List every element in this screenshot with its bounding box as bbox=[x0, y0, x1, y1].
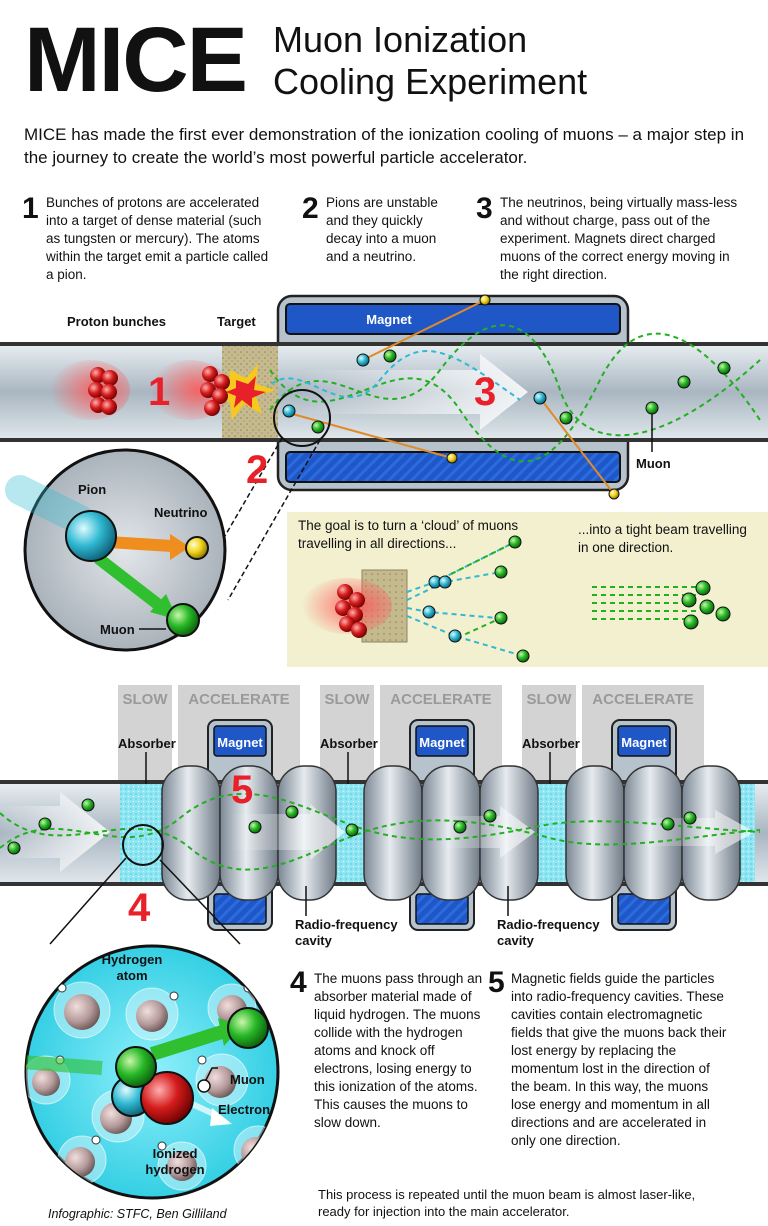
title-line-1: Muon Ionization bbox=[273, 19, 528, 60]
step-5-number: 5 bbox=[488, 966, 505, 999]
proton-bunches-label: Proton bunches bbox=[67, 314, 166, 329]
hydrogen-atom-label: Hydrogen atom bbox=[101, 952, 163, 983]
inset-muon-label-2: Muon bbox=[230, 1072, 265, 1087]
ionized-hydrogen-label: Ionized hydrogen bbox=[145, 1146, 205, 1177]
goal-illustration bbox=[302, 535, 731, 663]
step-3-number: 3 bbox=[476, 192, 493, 225]
magnet-label: Magnet bbox=[366, 312, 412, 327]
step-5-text: Magnetic fields guide the particles into… bbox=[511, 971, 727, 1148]
mark-5: 5 bbox=[231, 768, 254, 812]
final-text: This process is repeated until the muon … bbox=[318, 1187, 696, 1219]
title-main: MICE bbox=[24, 9, 248, 111]
mark-4: 4 bbox=[128, 886, 151, 930]
inset-pion-label: Pion bbox=[78, 482, 107, 497]
mark-3: 3 bbox=[474, 370, 497, 414]
mark-2: 2 bbox=[246, 448, 269, 492]
magnet-label-3: Magnet bbox=[621, 735, 667, 750]
inset-muon-label: Muon bbox=[100, 622, 135, 637]
stage-tag-slow-2: SLOW bbox=[320, 685, 374, 785]
credit-text: Infographic: STFC, Ben Gilliland bbox=[48, 1207, 227, 1221]
rf-cavity-label-1: Radio-frequency cavity bbox=[295, 917, 398, 948]
step-4-number: 4 bbox=[290, 966, 307, 999]
absorber-label-2: Absorber bbox=[320, 736, 378, 751]
absorber-label-1: Absorber bbox=[118, 736, 176, 751]
stage-tag-slow-3: SLOW bbox=[522, 685, 576, 785]
goal-text-left: The goal is to turn a ‘cloud’ of muons t… bbox=[298, 518, 519, 551]
rf-cavity-label-2: Radio-frequency cavity bbox=[497, 917, 600, 948]
production-diagram bbox=[0, 294, 768, 652]
step-2-text: Pions are unstable and they quickly deca… bbox=[326, 195, 438, 264]
target-label: Target bbox=[217, 314, 256, 329]
title-line-2: Cooling Experiment bbox=[273, 61, 588, 102]
step-3-text: The neutrinos, being virtually mass-less… bbox=[500, 195, 738, 282]
magnet-label-1: Magnet bbox=[217, 735, 263, 750]
mark-1: 1 bbox=[148, 370, 171, 414]
proton-bunch-2 bbox=[200, 366, 230, 416]
inset-neutrino-label: Neutrino bbox=[154, 505, 208, 520]
magnet-label-2: Magnet bbox=[419, 735, 465, 750]
electron-label: Electron bbox=[218, 1102, 271, 1117]
goal-text-right: ...into a tight beam travelling in one d… bbox=[578, 522, 747, 555]
muon-label: Muon bbox=[636, 456, 671, 471]
step-4-text: The muons pass through an absorber mater… bbox=[314, 971, 483, 1130]
step-1-number: 1 bbox=[22, 192, 39, 225]
step-1-text: Bunches of protons are accelerated into … bbox=[46, 195, 269, 282]
ionization-inset bbox=[24, 944, 280, 1200]
step-2-number: 2 bbox=[302, 192, 319, 225]
stage-tag-slow-1: SLOW bbox=[118, 685, 172, 785]
intro-text: MICE has made the first ever demonstrati… bbox=[24, 125, 745, 167]
proton-bunch-1 bbox=[88, 367, 118, 415]
absorber-label-3: Absorber bbox=[522, 736, 580, 751]
cooling-channel-diagram bbox=[0, 719, 768, 945]
